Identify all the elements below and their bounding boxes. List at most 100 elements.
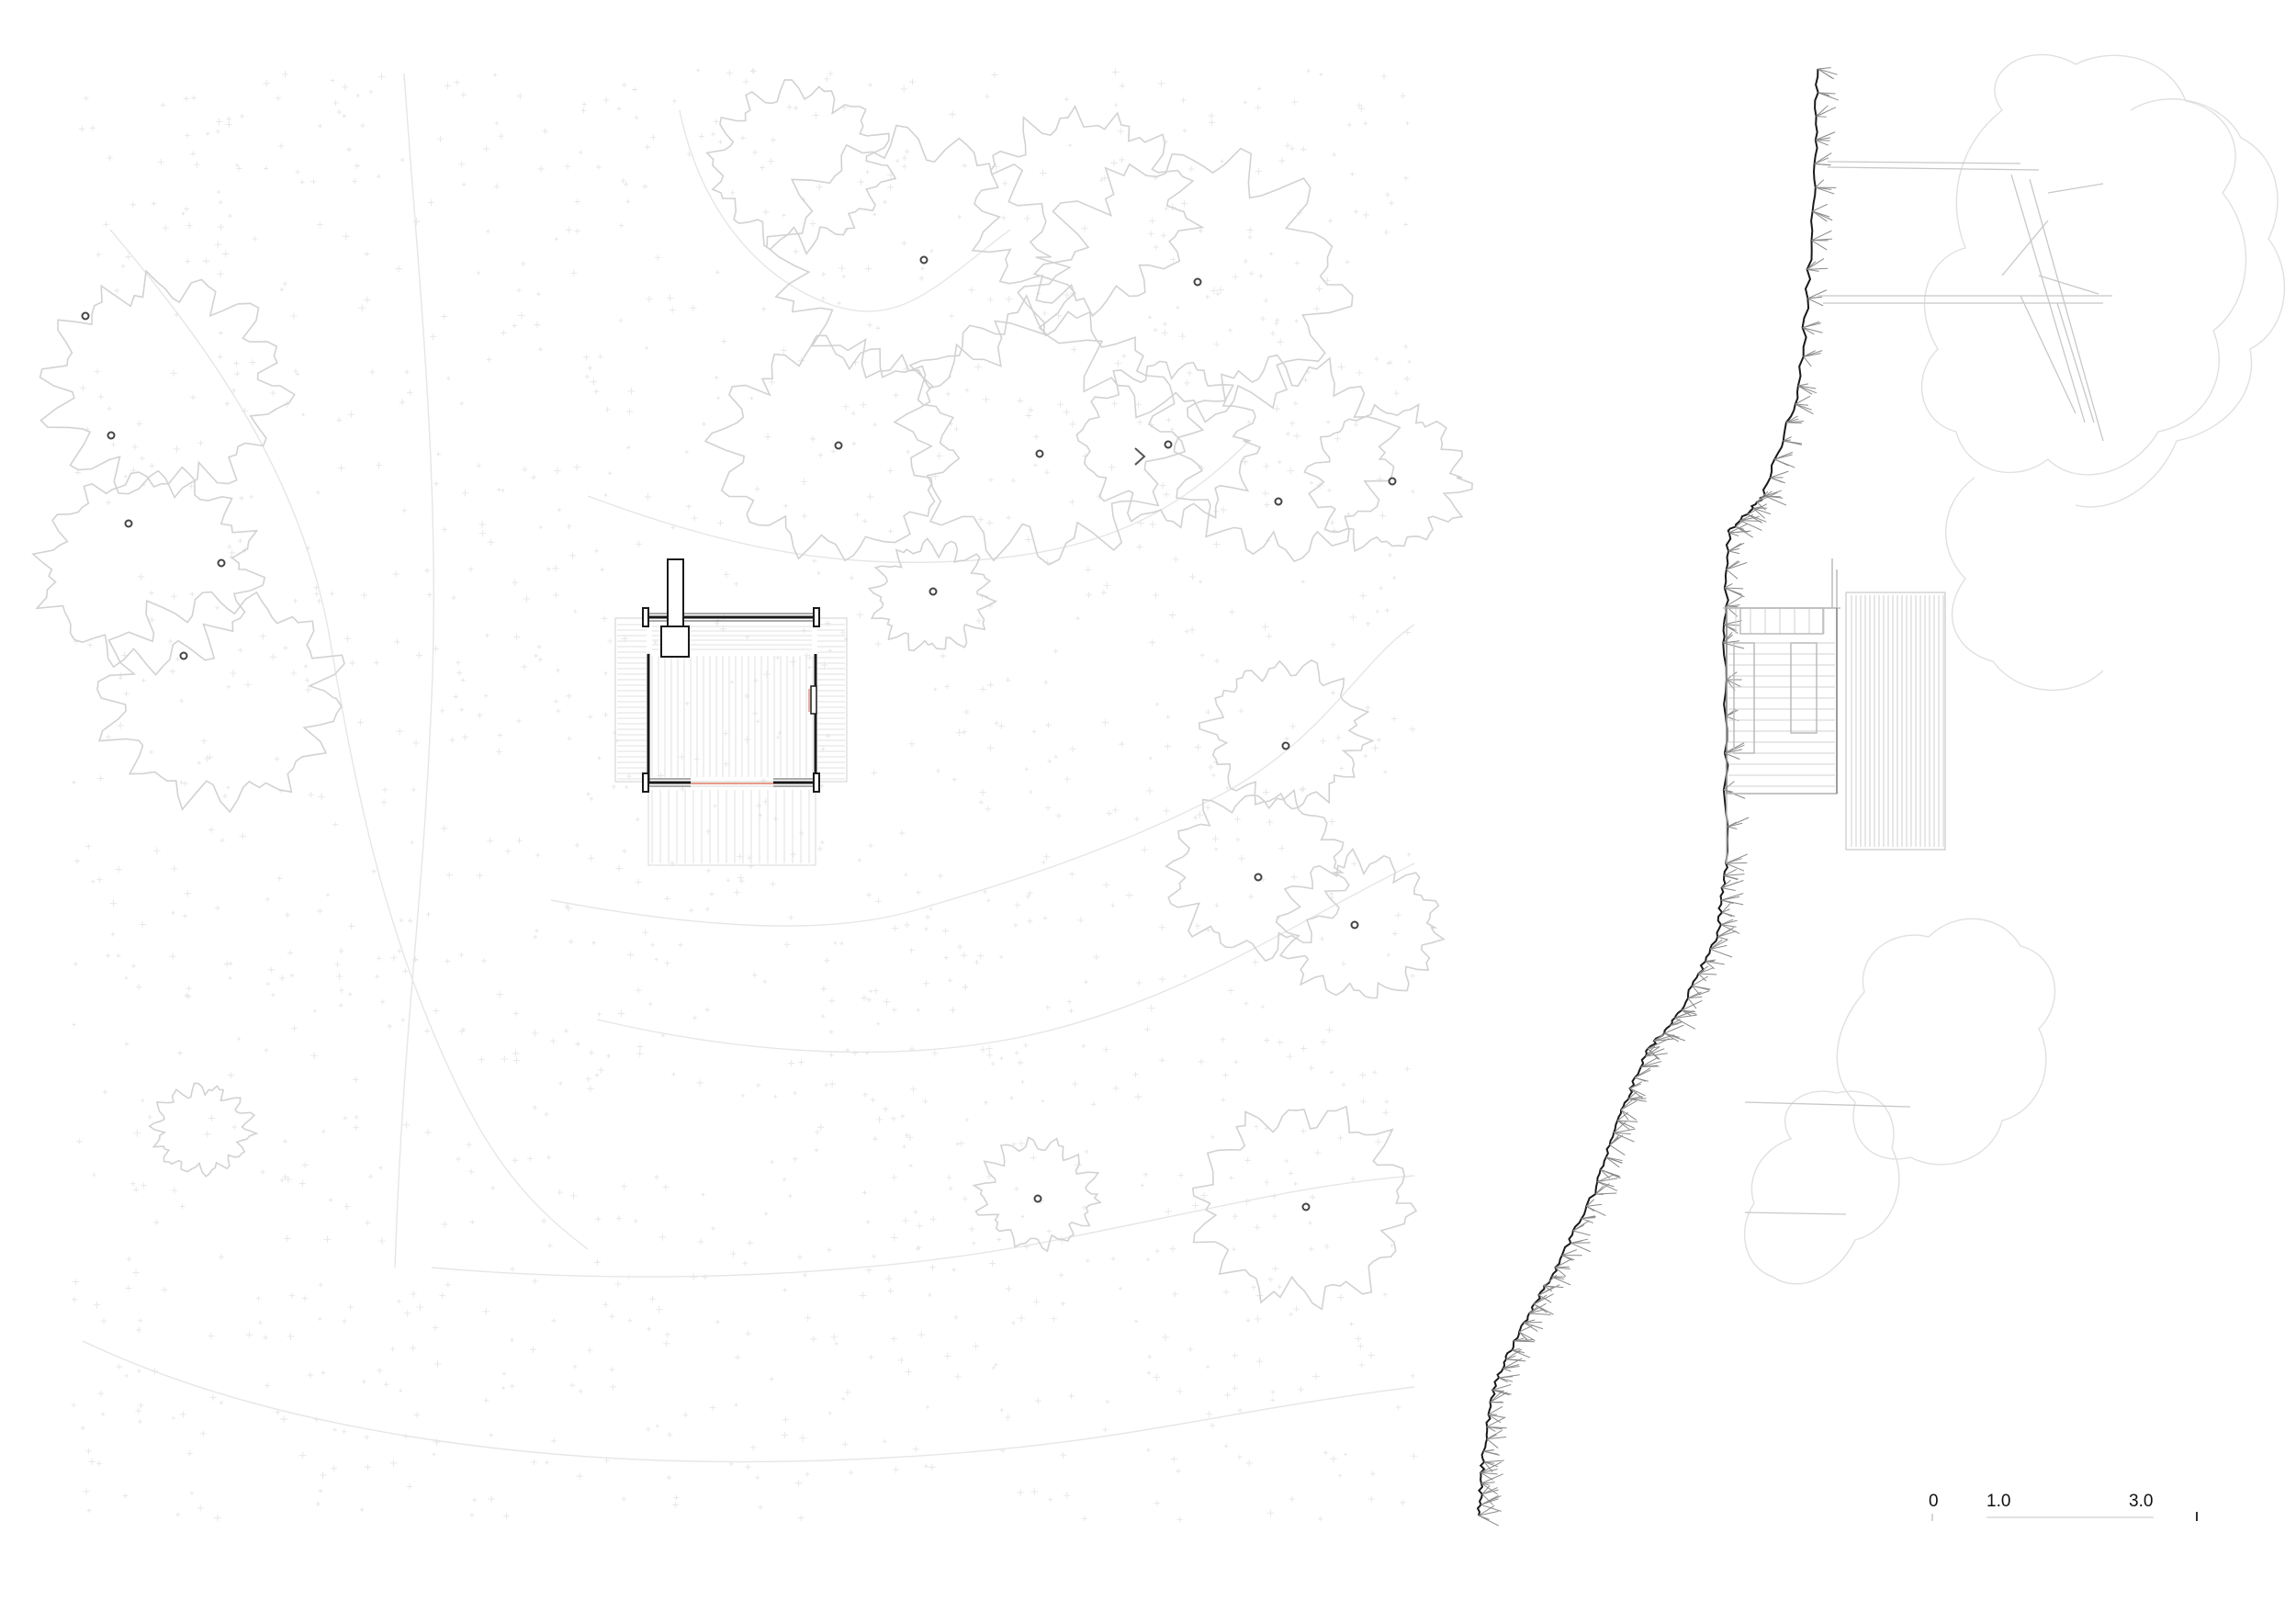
grass-tuft xyxy=(1797,385,1813,395)
grass-mark xyxy=(870,1097,875,1103)
grass-tuft xyxy=(1818,67,1831,70)
grass-tuft xyxy=(1572,1230,1591,1236)
tree-trunk-marker xyxy=(1164,440,1173,449)
grass-mark xyxy=(116,953,121,959)
grass-mark xyxy=(80,1425,85,1431)
grass-mark xyxy=(671,1072,676,1076)
grass-tuft xyxy=(1721,887,1736,892)
tree-canopy-outline xyxy=(766,124,1072,389)
grass-mark xyxy=(323,1235,332,1244)
grass-mark xyxy=(219,838,225,843)
grass-mark xyxy=(190,151,197,157)
grass-mark xyxy=(493,183,501,190)
grass-mark xyxy=(531,1459,537,1466)
grass-mark xyxy=(1136,419,1143,425)
grass-tuft xyxy=(1811,230,1832,242)
grass-mark xyxy=(968,1225,975,1233)
grass-mark xyxy=(516,287,522,293)
grass-mark xyxy=(1149,520,1157,528)
grass-mark xyxy=(1357,105,1366,113)
grass-tuft xyxy=(1483,1461,1499,1468)
grass-mark xyxy=(504,848,512,855)
grass-mark xyxy=(153,847,161,855)
grass-tuft xyxy=(1488,1405,1503,1415)
grass-tuft xyxy=(1728,530,1751,534)
grass-mark xyxy=(726,878,730,883)
grass-mark xyxy=(564,163,571,170)
grass-mark xyxy=(439,708,445,714)
grass-mark xyxy=(1176,1468,1181,1474)
grass-tuft xyxy=(1815,179,1825,188)
grass-mark xyxy=(977,516,985,524)
grass-mark xyxy=(1158,975,1166,983)
grass-tuft xyxy=(1487,1426,1507,1429)
grass-tuft xyxy=(1724,873,1745,876)
grass-mark xyxy=(1184,629,1189,635)
grass-mark xyxy=(613,730,617,736)
grass-mark xyxy=(923,980,930,987)
grass-mark xyxy=(862,518,868,524)
grass-mark xyxy=(1260,315,1266,322)
grass-mark xyxy=(1057,400,1064,408)
grass-mark xyxy=(1393,389,1400,397)
grass-tuft xyxy=(1811,240,1828,251)
grass-mark xyxy=(865,169,870,175)
grass-mark xyxy=(319,1471,327,1479)
grass-mark xyxy=(1290,873,1298,881)
grass-mark xyxy=(1248,270,1255,276)
grass-mark xyxy=(1172,1291,1178,1298)
grass-mark xyxy=(1300,146,1307,153)
grass-mark xyxy=(883,199,887,205)
grass-mark xyxy=(330,78,335,83)
grass-tuft xyxy=(1812,210,1830,218)
grass-mark xyxy=(138,1402,144,1409)
grass-tuft xyxy=(1698,973,1707,982)
grass-tuft xyxy=(1640,1065,1660,1068)
grass-mark xyxy=(342,1429,347,1435)
grass-mark xyxy=(782,503,788,509)
grass-mark xyxy=(770,881,776,887)
grass-mark xyxy=(797,1254,803,1260)
grass-tuft xyxy=(1640,1056,1659,1068)
grass-mark xyxy=(1081,224,1088,232)
grass-mark xyxy=(215,129,220,134)
grass-mark xyxy=(750,68,758,75)
grass-mark xyxy=(496,990,504,998)
wall-double-lines xyxy=(643,613,820,787)
grass-tuft xyxy=(1648,1048,1660,1060)
tree-trunk-marker xyxy=(1301,1202,1311,1212)
grass-mark xyxy=(866,892,872,898)
grass-mark xyxy=(749,1444,757,1451)
grass-mark xyxy=(1189,573,1196,580)
grass-mark xyxy=(206,753,214,761)
grass-mark xyxy=(478,529,487,537)
grass-mark xyxy=(943,954,949,961)
grass-mark xyxy=(698,133,705,140)
grass-tuft xyxy=(1756,502,1766,511)
grass-mark xyxy=(141,1099,145,1103)
grass-mark xyxy=(658,1234,667,1241)
grass-tuft xyxy=(1480,1471,1493,1481)
grass-mark xyxy=(214,241,222,249)
grass-tuft xyxy=(1645,1046,1660,1057)
grass-mark xyxy=(585,374,590,379)
grass-mark xyxy=(1300,1045,1308,1052)
grass-mark xyxy=(308,791,315,798)
grass-mark xyxy=(986,898,991,903)
grass-mark xyxy=(339,1003,343,1008)
grass-mark xyxy=(949,313,954,319)
grass-mark xyxy=(224,400,230,407)
tree-canopy-outline xyxy=(1173,354,1401,563)
grass-mark xyxy=(355,93,360,98)
grass-mark xyxy=(310,178,317,185)
grass-mark xyxy=(318,1282,323,1288)
grass-mark xyxy=(1025,411,1032,420)
grass-mark xyxy=(1133,1319,1139,1324)
grass-mark xyxy=(445,872,453,879)
grass-mark xyxy=(1356,1342,1365,1350)
grass-mark xyxy=(987,296,994,303)
grass-mark xyxy=(1234,816,1241,823)
grass-mark xyxy=(318,1488,323,1493)
grass-tuft xyxy=(1764,495,1787,506)
grass-tuft xyxy=(1488,1414,1505,1418)
